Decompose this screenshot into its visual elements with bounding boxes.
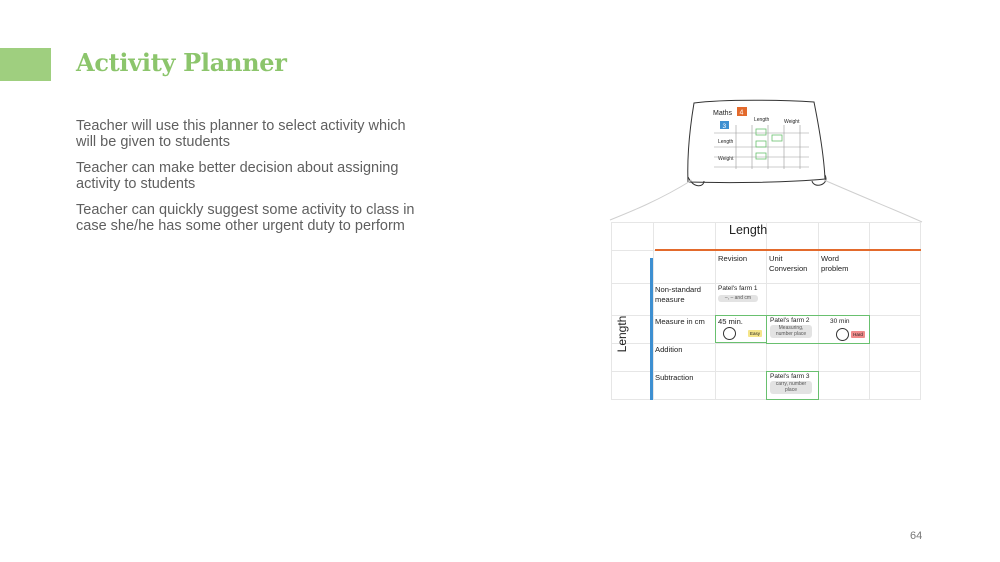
activity-tag: carry, number place — [770, 381, 812, 394]
sketch-row-label: Length — [718, 139, 734, 145]
planner-sketch: Maths 4 3 Length Weight Length Weight — [687, 99, 827, 187]
column-header: Word problem — [821, 254, 849, 273]
accent-bar — [0, 48, 51, 81]
column-header: Revision — [718, 254, 748, 263]
row-header: Measure in cm — [655, 317, 705, 326]
activity-name: Patel's farm 1 — [718, 285, 758, 292]
grid-heading: Length — [729, 223, 768, 237]
row-header: Addition — [655, 345, 683, 354]
activity-name: Patel's farm 3 — [770, 373, 810, 380]
activity-card[interactable] — [766, 371, 819, 400]
row-header: Subtraction — [655, 373, 694, 382]
orange-rule — [655, 249, 921, 251]
sketch-badge-top: 4 — [740, 110, 744, 117]
sketch-row-label: Weight — [718, 156, 734, 162]
column-header: Unit Conversion — [769, 254, 808, 273]
zoom-connector — [609, 179, 923, 223]
bullet-item: Teacher can quickly suggest some activit… — [76, 202, 415, 234]
sketch-badge-side: 3 — [723, 123, 727, 130]
clock-icon — [723, 327, 736, 340]
sketch-col-label: Weight — [784, 119, 800, 125]
activity-tag: –, – and cm — [718, 295, 758, 302]
difficulty-tag: Easy — [748, 330, 762, 337]
sketch-subject: Maths — [713, 110, 733, 117]
bullet-list: Teacher will use this planner to select … — [76, 118, 426, 244]
row-header: Non-standard measure — [655, 285, 702, 304]
bullet-item: Teacher can make better decision about a… — [76, 160, 399, 192]
page-number: 64 — [910, 530, 923, 542]
grid-y-label: Length — [615, 315, 629, 353]
activity-name: Patel's farm 2 — [770, 317, 810, 324]
sketch-col-label: Length — [754, 117, 770, 123]
clock-icon — [836, 328, 849, 341]
bullet-item: Teacher will use this planner to select … — [76, 118, 406, 150]
duration-label: 45 min. — [718, 317, 743, 326]
difficulty-tag: Hard — [851, 331, 865, 338]
blue-rule — [650, 258, 653, 400]
slide-title: Activity Planner — [76, 48, 287, 77]
activity-tag: Measuring, number place — [770, 325, 812, 338]
activity-card[interactable] — [766, 315, 870, 344]
duration-label: 30 min — [830, 318, 850, 325]
planner-grid: Length Length Revision Unit Conversion W… — [611, 222, 921, 400]
